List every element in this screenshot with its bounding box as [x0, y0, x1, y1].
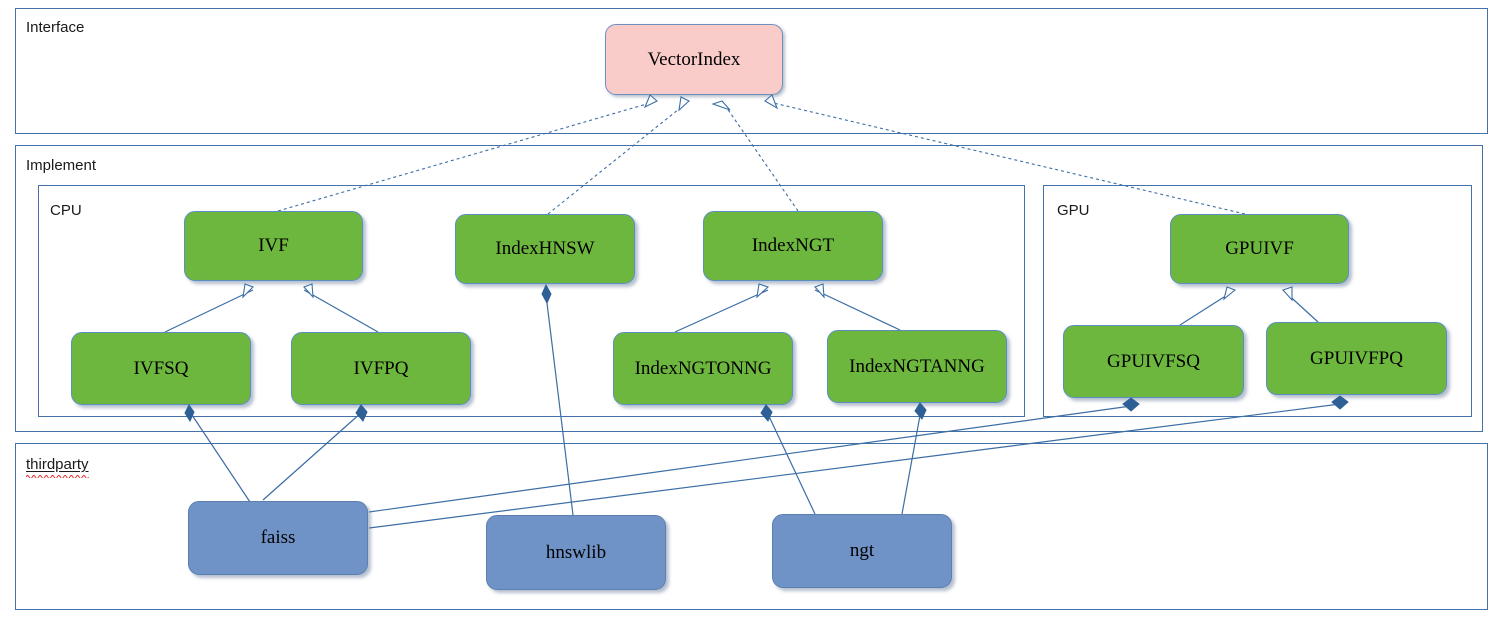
- group-thirdparty-label-text: thirdparty: [26, 456, 89, 473]
- group-thirdparty-label: thirdparty: [26, 456, 89, 478]
- node-ivfpq-label: IVFPQ: [353, 357, 409, 379]
- node-hnswlib-label: hnswlib: [545, 541, 607, 563]
- node-indexhnsw[interactable]: IndexHNSW: [455, 214, 635, 284]
- node-gpuivf-label: GPUIVF: [1225, 238, 1294, 259]
- node-ivf-label: IVF: [258, 235, 289, 256]
- node-gpuivfsq[interactable]: GPUIVFSQ: [1063, 325, 1244, 398]
- node-ngt[interactable]: ngt: [772, 514, 952, 588]
- node-gpuivf[interactable]: GPUIVF: [1170, 214, 1349, 284]
- group-cpu-label: CPU: [50, 202, 82, 219]
- group-interface-label: Interface: [26, 19, 85, 36]
- node-gpuivfpq-label: GPUIVFPQ: [1310, 347, 1403, 369]
- node-ivfsq-label: IVFSQ: [133, 357, 189, 379]
- node-indexngtanng[interactable]: IndexNGTANNG: [827, 330, 1007, 403]
- node-indexngt[interactable]: IndexNGT: [703, 211, 883, 281]
- node-gpuivfsq-label: GPUIVFSQ: [1107, 350, 1200, 372]
- node-hnswlib[interactable]: hnswlib: [486, 515, 666, 590]
- group-implement-label: Implement: [26, 157, 97, 174]
- node-indexngtonng-label: IndexNGTONNG: [634, 357, 772, 379]
- node-faiss[interactable]: faiss: [188, 501, 368, 575]
- node-faiss-label: faiss: [260, 527, 296, 548]
- node-vectorindex-label: VectorIndex: [647, 48, 741, 70]
- spellcheck-squiggle-icon: [26, 475, 89, 478]
- node-vectorindex[interactable]: VectorIndex: [605, 24, 783, 95]
- node-ngt-label: ngt: [849, 540, 875, 561]
- node-indexngt-label: IndexNGT: [751, 235, 835, 256]
- node-indexngtanng-label: IndexNGTANNG: [849, 355, 985, 377]
- node-ivfsq[interactable]: IVFSQ: [71, 332, 251, 405]
- node-ivfpq[interactable]: IVFPQ: [291, 332, 471, 405]
- node-indexhnsw-label: IndexHNSW: [495, 238, 595, 259]
- node-ivf[interactable]: IVF: [184, 211, 363, 281]
- group-gpu-label: GPU: [1057, 202, 1090, 219]
- node-gpuivfpq[interactable]: GPUIVFPQ: [1266, 322, 1447, 395]
- node-indexngtonng[interactable]: IndexNGTONNG: [613, 332, 793, 405]
